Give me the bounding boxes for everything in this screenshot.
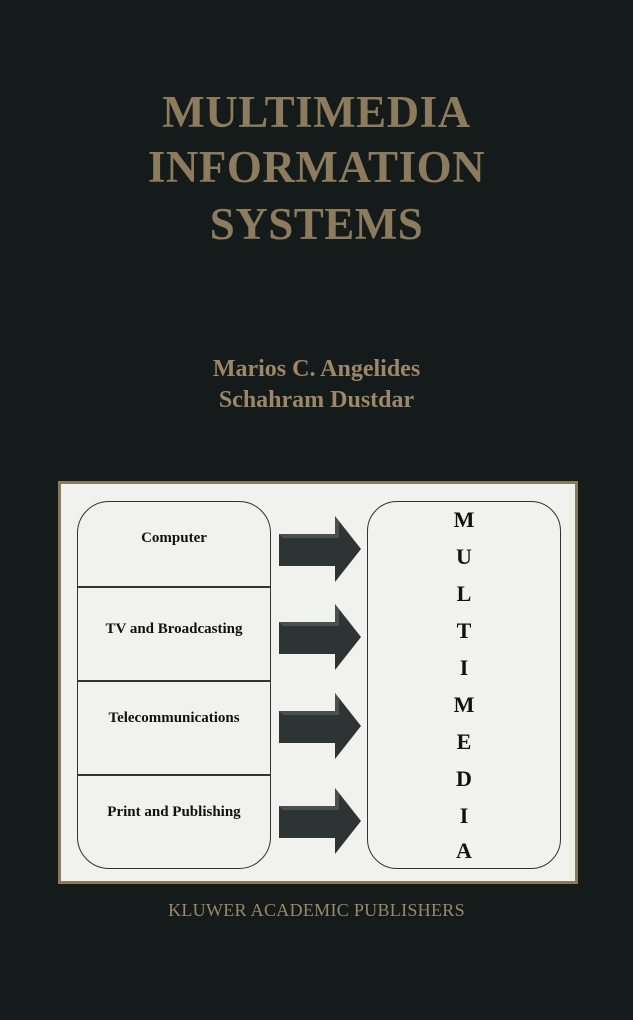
authors: Marios C. Angelides Schahram Dustdar — [0, 354, 633, 416]
arrow-icon — [279, 788, 361, 854]
divider — [78, 774, 270, 776]
letter: L — [456, 581, 472, 606]
letter: I — [459, 803, 469, 828]
letter: D — [456, 766, 472, 791]
letter: M — [453, 692, 475, 717]
title-line-1: MULTIMEDIA — [162, 87, 471, 137]
sources-box: Computer TV and Broadcasting Telecommuni… — [77, 501, 271, 869]
letter: A — [456, 838, 472, 863]
arrow-icon — [279, 516, 361, 582]
source-print: Print and Publishing — [107, 804, 241, 820]
divider — [78, 680, 270, 682]
letter: M — [453, 507, 475, 532]
arrow-icon — [279, 693, 361, 759]
letter: E — [456, 729, 472, 754]
source-computer: Computer — [141, 530, 207, 546]
title-line-2: INFORMATION — [147, 142, 486, 192]
multimedia-box: M U L T I M E D I A — [367, 501, 561, 869]
divider — [78, 586, 270, 588]
letter: I — [459, 655, 469, 680]
author-2: Schahram Dustdar — [218, 387, 415, 413]
letter: T — [456, 618, 472, 643]
source-tv: TV and Broadcasting — [105, 621, 243, 637]
arrow-icon — [279, 604, 361, 670]
author-1: Marios C. Angelides — [212, 356, 421, 382]
publisher: KLUWER ACADEMIC PUBLISHERS — [168, 900, 465, 920]
title-line-3: SYSTEMS — [209, 199, 424, 249]
letter: U — [456, 544, 472, 569]
diagram-panel: Computer TV and Broadcasting Telecommuni… — [58, 481, 578, 884]
source-telecom: Telecommunications — [108, 710, 240, 726]
